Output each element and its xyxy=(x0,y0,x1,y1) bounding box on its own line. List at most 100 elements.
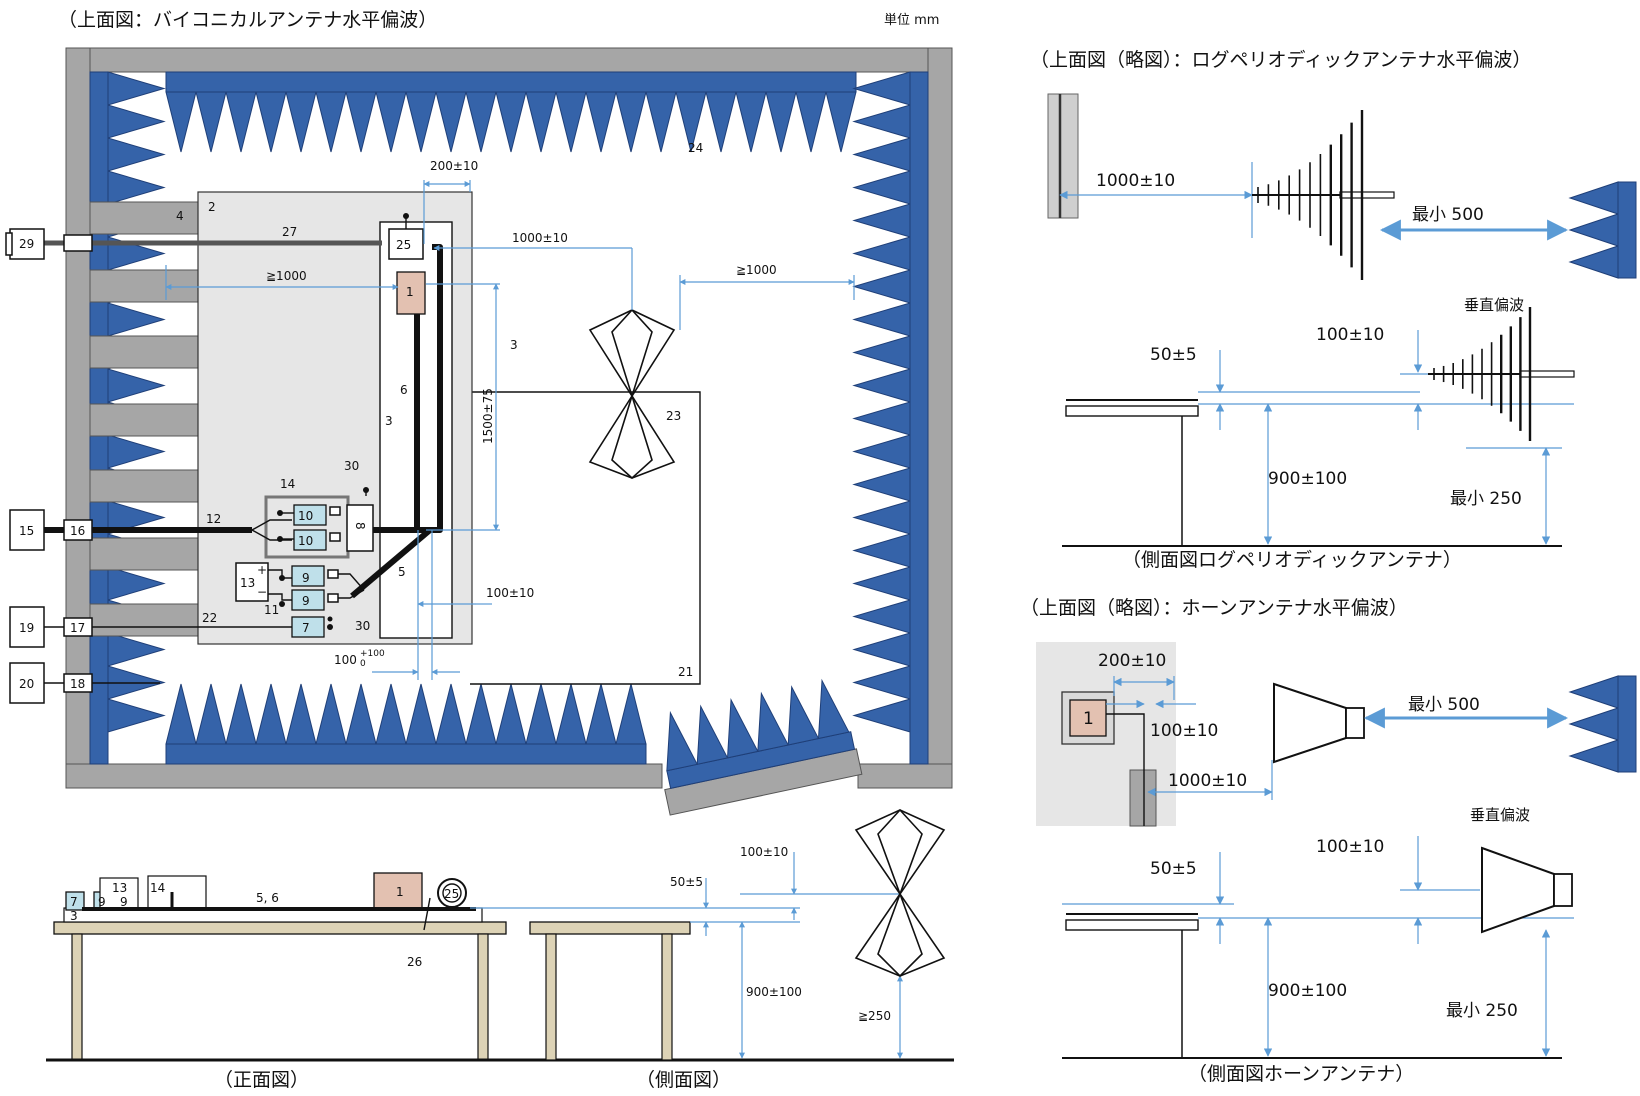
absorber-cone xyxy=(705,91,737,153)
front-label-9b: 9 xyxy=(120,895,128,909)
front-table-top xyxy=(53,921,507,935)
horn-absorber xyxy=(1568,675,1637,773)
horn-side-900: 900±100 xyxy=(1268,981,1347,1001)
absorber-cone xyxy=(795,91,827,153)
biconical-antenna-plan[interactable] xyxy=(588,308,676,480)
dim-100b-sup: +100 xyxy=(360,649,385,659)
absorber-cone xyxy=(852,104,911,139)
label-4: 4 xyxy=(176,209,184,223)
absorber-cone xyxy=(107,170,166,205)
preamp-9a[interactable] xyxy=(291,565,325,587)
absorber-cone xyxy=(852,170,911,205)
dim-1000c: ≧1000 xyxy=(736,263,777,277)
absorber-cone xyxy=(852,236,911,271)
ground-plane-21 xyxy=(470,391,701,685)
absorber-bottom-row xyxy=(165,683,647,765)
absorber-cone xyxy=(435,683,467,745)
absorber-cone xyxy=(852,566,911,601)
box-15[interactable] xyxy=(9,509,45,551)
absorber-cone xyxy=(225,683,257,745)
absorber-cone xyxy=(495,683,527,745)
horn-top-view: （上面図（略図）：ホーンアンテナ水平偏波） 1 200±10 100±10 10… xyxy=(1020,597,1637,827)
front-label-13: 13 xyxy=(112,881,127,895)
absorber-cone xyxy=(825,91,857,153)
horn-min500: 最小 500 xyxy=(1408,695,1480,715)
box-20[interactable] xyxy=(9,662,45,704)
feedthrough-27 xyxy=(63,234,93,252)
wall-bottom-right xyxy=(857,763,953,789)
absorber-cone xyxy=(375,91,407,153)
horn-side-title: （側面図ホーンアンテナ） xyxy=(1188,1063,1414,1085)
label-3a: 3 xyxy=(510,338,518,352)
absorber-cone xyxy=(852,500,911,535)
logper-side-view: 垂直偏波 50±5 100±10 900±100 最小 250 （側面図ログペリ… xyxy=(1062,296,1575,571)
absorber-cone xyxy=(375,683,407,745)
absorber-cone xyxy=(195,683,227,745)
horn-vpol: 垂直偏波 xyxy=(1470,806,1530,824)
side-dim-250: ≧250 xyxy=(858,1009,891,1023)
logper-dim-1000: 1000±10 xyxy=(1096,171,1175,191)
box-29 xyxy=(9,228,45,260)
label-10b: 10 xyxy=(298,534,313,548)
absorber-top-row xyxy=(165,71,857,153)
eut-1[interactable] xyxy=(396,271,426,315)
front-label-56: 5, 6 xyxy=(256,891,279,905)
label-29: 29 xyxy=(19,237,34,251)
dim-200: 200±10 xyxy=(430,159,478,173)
label-16: 16 xyxy=(70,524,85,538)
absorber-cone xyxy=(852,599,911,634)
absorber-cone xyxy=(615,683,647,745)
absorber-cone xyxy=(852,665,911,700)
absorber-cone xyxy=(195,91,227,153)
dim-100b: 100 xyxy=(334,653,357,667)
label-18: 18 xyxy=(70,677,85,691)
absorber-cone xyxy=(315,91,347,153)
label-25: 25 xyxy=(396,238,411,252)
chamber-plan: 2 4 27 29 25 1 3 3 6 14 30 8 10 10 12 15… xyxy=(5,47,953,816)
absorber-cone xyxy=(465,91,497,153)
label-22: 22 xyxy=(202,611,217,625)
horn-side-50: 50±5 xyxy=(1150,859,1197,879)
label-30a: 30 xyxy=(344,459,359,473)
absorber-cone xyxy=(735,91,767,153)
absorber-cone xyxy=(852,467,911,502)
label-27: 27 xyxy=(282,225,297,239)
absorber-cone xyxy=(255,683,287,745)
absorber-cone xyxy=(315,683,347,745)
side-dim-900: 900±100 xyxy=(746,985,802,999)
front-label-25: 25 xyxy=(444,887,459,901)
side-view-title: （側面図） xyxy=(636,1069,731,1091)
front-label-9a: 9 xyxy=(98,895,106,909)
box-8[interactable] xyxy=(346,504,374,552)
absorber-cone xyxy=(852,203,911,238)
logper-side-250: 最小 250 xyxy=(1450,489,1522,509)
absorber-cone xyxy=(852,71,911,106)
horn-side-250: 最小 250 xyxy=(1446,1001,1518,1021)
unit-label: 単位 mm xyxy=(884,12,939,28)
label-plus: + xyxy=(257,563,267,577)
dim-100b-sub: 0 xyxy=(360,659,366,669)
front-view-title: （正面図） xyxy=(214,1069,309,1091)
absorber-cone xyxy=(555,91,587,153)
label-10a: 10 xyxy=(298,509,313,523)
logper-side-title: （側面図ログペリオディックアンテナ） xyxy=(1122,549,1462,571)
absorber-cone xyxy=(345,91,377,153)
label-23: 23 xyxy=(666,409,681,423)
movable-absorber xyxy=(664,678,863,816)
front-label-26: 26 xyxy=(407,955,422,969)
dim-1000b: ≧1000 xyxy=(266,269,307,283)
absorber-cone xyxy=(345,683,377,745)
preamp-10a[interactable] xyxy=(293,504,327,526)
power-13[interactable] xyxy=(235,562,269,602)
main-title: （上面図：バイコニカルアンテナ水平偏波） xyxy=(58,9,437,31)
wall-right xyxy=(927,47,953,789)
logper-side-900: 900±100 xyxy=(1268,469,1347,489)
preamp-10b[interactable] xyxy=(293,529,327,551)
box-19[interactable] xyxy=(9,606,45,648)
horn-top-title: （上面図（略図）：ホーンアンテナ水平偏波） xyxy=(1020,597,1408,619)
absorber-cone xyxy=(852,269,911,304)
absorber-cone xyxy=(107,368,166,403)
absorber-cone xyxy=(765,91,797,153)
logper-top-view: （上面図（略図）：ログペリオディックアンテナ水平偏波） 1000±10 最小 5… xyxy=(1030,49,1637,280)
label-1: 1 xyxy=(406,285,414,299)
